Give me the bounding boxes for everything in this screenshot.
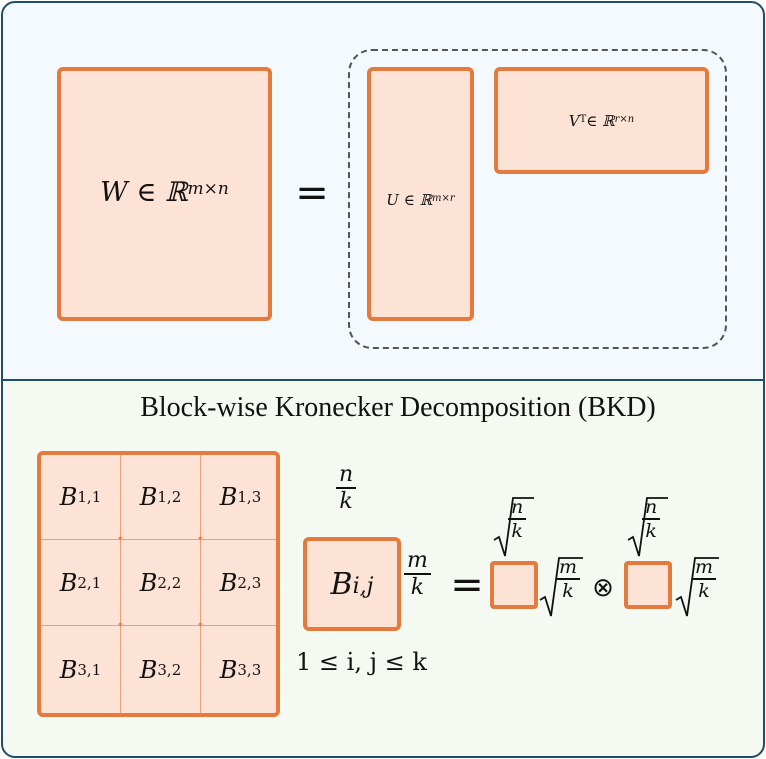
bkd-title: Block-wise Kronecker Decomposition (BKD)	[140, 392, 656, 423]
block-bij	[303, 537, 401, 631]
matrix-vt-base: V	[568, 112, 580, 130]
matrix-u-sup: m×r	[432, 192, 455, 204]
matrix-vt-sup-t: T	[579, 113, 587, 125]
matrix-u	[367, 67, 474, 321]
matrix-vt-mid: ∈ ℝ	[586, 112, 615, 130]
grid-divider	[41, 539, 276, 540]
top-equals: =	[295, 170, 329, 216]
grid-divider	[120, 455, 121, 713]
grid-node: ✦	[197, 620, 204, 629]
matrix-u-base: U ∈ ℝ	[386, 191, 433, 209]
grid-divider	[200, 455, 201, 713]
sqrt-sign	[627, 497, 668, 557]
matrix-w-base: W ∈ ℝ	[100, 176, 188, 208]
grid-node: ✦	[117, 534, 124, 543]
grid-node: ✦	[197, 534, 204, 543]
grid-node: ✦	[117, 620, 124, 629]
matrix-vt	[494, 67, 709, 174]
kronecker-product-icon: ⊗	[592, 573, 614, 603]
sqrt-sign	[539, 557, 583, 617]
grid-divider	[41, 625, 276, 626]
sqrt-sign	[493, 497, 534, 557]
kron-factor-a	[490, 561, 538, 609]
matrix-w-sup: m×n	[187, 179, 229, 199]
sqrt-sign	[675, 557, 719, 617]
matrix-vt-sup: r×n	[614, 113, 635, 125]
matrix-w	[57, 67, 272, 321]
kron-factor-b	[624, 561, 672, 609]
index-condition: 1 ≤ i, j ≤ k	[296, 648, 427, 676]
factor-group	[348, 49, 727, 349]
bkd-equals: =	[450, 562, 484, 608]
